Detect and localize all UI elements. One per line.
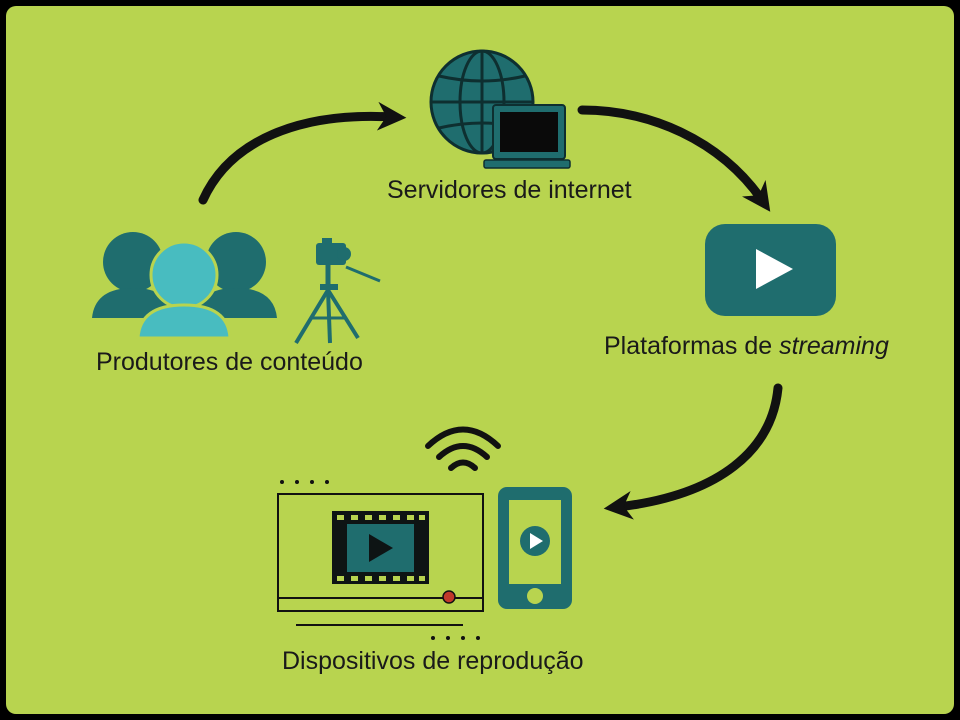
arrow-producers-to-servers	[198, 101, 407, 205]
film-strip-icon	[332, 511, 429, 584]
globe-icon	[429, 49, 535, 155]
servers-label: Servidores de internet	[387, 176, 632, 204]
camera-tripod-icon	[294, 238, 381, 345]
people-camera-icon	[92, 232, 381, 345]
video-player-icon	[277, 493, 484, 626]
streaming-label-prefix: Plataformas de	[604, 332, 780, 360]
dots-bottom-icon	[431, 636, 480, 640]
arrow-servers-to-streaming	[577, 105, 771, 212]
dots-top-icon	[280, 480, 329, 484]
person-center-icon	[136, 240, 232, 340]
arrow-streaming-to-devices	[603, 383, 783, 520]
devices-label: Dispositivos de reprodução	[282, 647, 584, 675]
globe-laptop-icon	[429, 49, 571, 169]
phone-icon	[498, 487, 572, 609]
streaming-label-emphasis: streaming	[779, 332, 889, 360]
producers-label: Produtores de conteúdo	[96, 348, 363, 376]
laptop-icon	[483, 104, 571, 169]
video-player-phone-icon	[277, 426, 572, 640]
wifi-icon	[425, 426, 501, 471]
play-button-icon	[705, 224, 836, 316]
streaming-label: Plataformas de streaming	[604, 334, 889, 359]
